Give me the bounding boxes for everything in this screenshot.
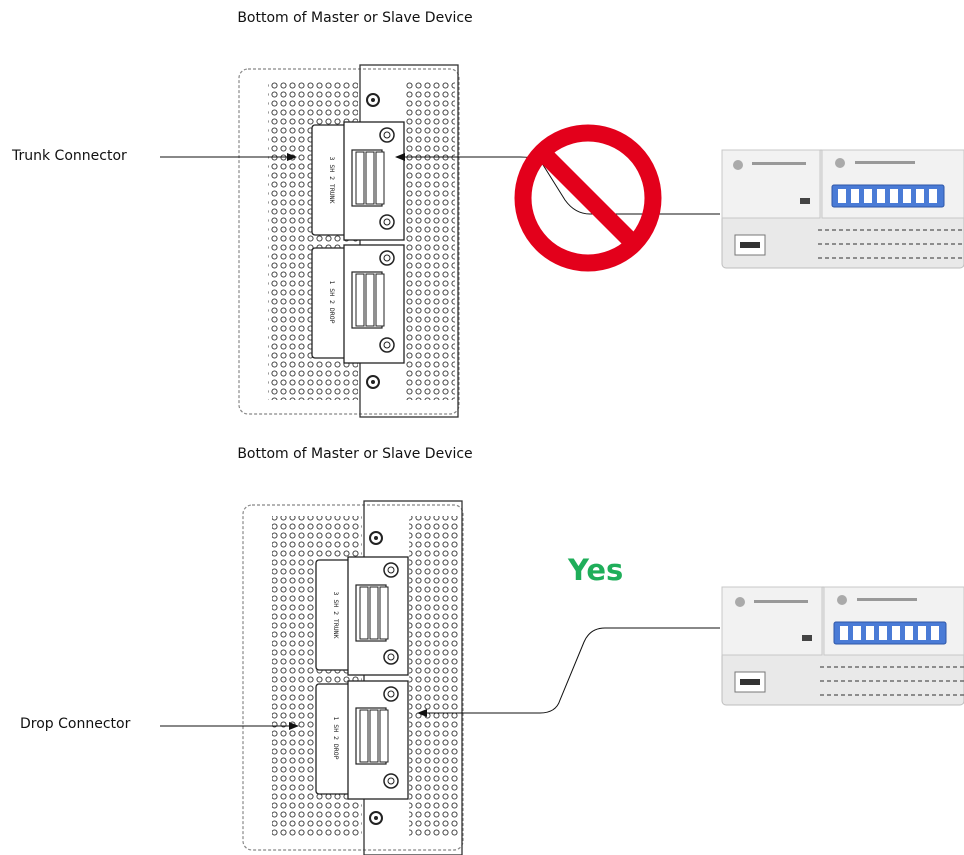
drop-connector: 1 SH 2 DROP [311, 244, 405, 364]
top-slave-module [721, 149, 964, 269]
trunk-connector-label: Trunk Connector [12, 148, 127, 164]
bottom-device-bottom-view: 3 SH 2 TRUNK 1 SH 2 DROP [242, 500, 464, 855]
trunk-connector: 3 SH 2 TRUNK [311, 121, 405, 241]
trunk-connector: 3 SH 2 TRUNK [315, 556, 409, 676]
trunk-marking: 3 SH 2 TRUNK [328, 156, 336, 203]
drop-connector: 1 SH 2 DROP [315, 680, 409, 800]
drop-marking: 1 SH 2 DROP [332, 716, 340, 759]
top-cable [395, 153, 720, 215]
top-caption: Bottom of Master or Slave Device [237, 10, 473, 26]
prohibited-icon [514, 124, 662, 272]
drop-marking: 1 SH 2 DROP [328, 280, 336, 323]
top-device-bottom-view: 3 SH 2 TRUNK 1 SH 2 DROP [238, 64, 460, 418]
yes-label: Yes [568, 553, 624, 587]
drop-connector-label: Drop Connector [20, 716, 131, 732]
bottom-cable [417, 627, 720, 717]
bottom-slave-module [721, 586, 964, 706]
bottom-caption: Bottom of Master or Slave Device [237, 446, 473, 462]
trunk-marking: 3 SH 2 TRUNK [332, 591, 340, 638]
